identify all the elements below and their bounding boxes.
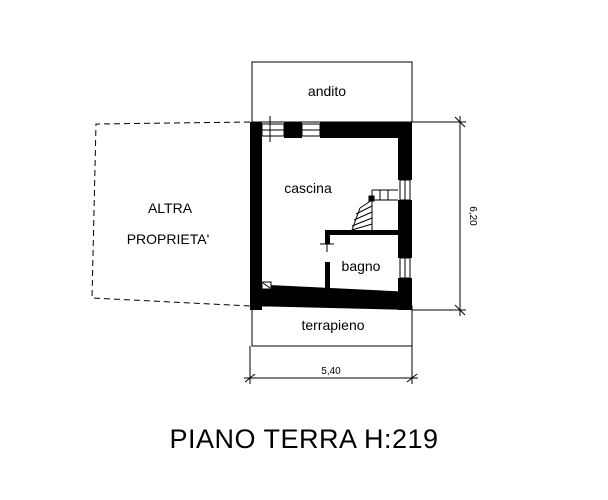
width-dimension <box>244 346 418 384</box>
room-label-cascina: cascina <box>284 180 332 196</box>
plan-title: PIANO TERRA H:219 <box>169 424 439 454</box>
bagno-door <box>320 238 334 252</box>
depth-dimension-label: 6,20 <box>467 206 478 226</box>
room-label-andito: andito <box>308 83 346 99</box>
neighbor-label-line2: PROPRIETA' <box>127 231 210 247</box>
top-window <box>256 116 321 142</box>
walls <box>250 122 412 310</box>
right-windows <box>399 179 411 279</box>
room-label-bagno: bagno <box>342 258 381 274</box>
width-dimension-label: 5,40 <box>321 366 341 377</box>
room-label-terrapieno: terrapieno <box>301 317 364 333</box>
depth-dimension <box>412 116 466 316</box>
neighbor-label-line1: ALTRA <box>148 200 193 216</box>
neighbor-property-outline <box>91 121 251 307</box>
staircase <box>351 189 398 231</box>
